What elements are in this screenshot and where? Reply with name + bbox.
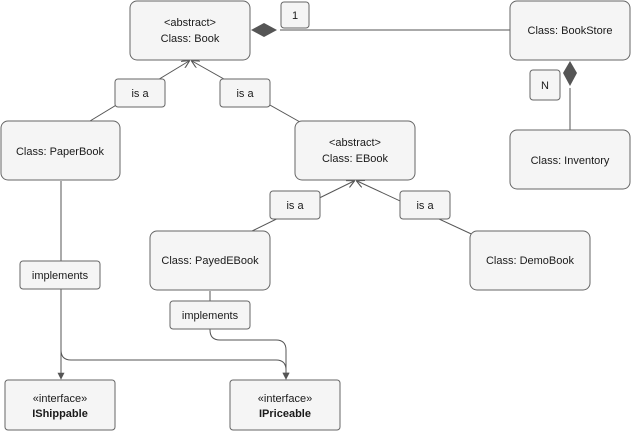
interface-ishippable-stereotype: «interface» xyxy=(33,393,87,405)
implements-label-paperbook: implements xyxy=(19,260,101,290)
realization-edge-paperbook-ipriceable xyxy=(60,349,290,380)
class-book-stereotype: <abstract> xyxy=(164,17,216,29)
class-ebook-name: Class: EBook xyxy=(322,153,389,165)
class-paperbook-name: Class: PaperBook xyxy=(16,146,105,158)
implements-label-payedebook: implements xyxy=(169,300,251,330)
multiplicity-one-label: 1 xyxy=(280,1,310,29)
is-a-text-payedebook: is a xyxy=(286,200,304,212)
composition-diamond-book xyxy=(251,23,277,37)
composition-diamond-bookstore xyxy=(563,61,577,86)
class-demobook[interactable]: Class: DemoBook xyxy=(469,230,591,291)
interface-ipriceable[interactable]: «interface» IPriceable xyxy=(229,379,341,431)
is-a-text-paperbook: is a xyxy=(131,88,149,100)
interface-ishippable[interactable]: «interface» IShippable xyxy=(4,379,116,431)
class-payedebook-name: Class: PayedEBook xyxy=(161,255,259,267)
class-bookstore[interactable]: Class: BookStore xyxy=(509,0,631,61)
class-ebook-stereotype: <abstract> xyxy=(329,137,381,149)
implements-text-paperbook: implements xyxy=(32,270,89,282)
interface-ipriceable-name: IPriceable xyxy=(259,408,311,420)
class-bookstore-name: Class: BookStore xyxy=(528,25,613,37)
is-a-label-paperbook: is a xyxy=(114,78,166,108)
is-a-text-ebook: is a xyxy=(236,88,254,100)
class-ebook[interactable]: <abstract> Class: EBook xyxy=(294,120,416,181)
implements-text-payedebook: implements xyxy=(182,310,239,322)
class-book-name: Class: Book xyxy=(161,33,220,45)
class-inventory-name: Class: Inventory xyxy=(531,155,610,167)
multiplicity-n-text: N xyxy=(541,80,549,92)
realization-edge-payedebook-ipriceable xyxy=(209,291,290,380)
class-demobook-name: Class: DemoBook xyxy=(486,255,575,267)
multiplicity-one-text: 1 xyxy=(292,10,298,22)
interface-ipriceable-stereotype: «interface» xyxy=(258,393,312,405)
class-payedebook[interactable]: Class: PayedEBook xyxy=(149,230,271,291)
is-a-label-payedebook: is a xyxy=(269,190,321,220)
multiplicity-n-label: N xyxy=(529,69,561,101)
class-inventory[interactable]: Class: Inventory xyxy=(509,129,631,190)
is-a-label-ebook: is a xyxy=(219,78,271,108)
class-paperbook[interactable]: Class: PaperBook xyxy=(0,120,121,181)
is-a-text-demobook: is a xyxy=(416,200,434,212)
interface-ishippable-name: IShippable xyxy=(32,408,88,420)
class-book[interactable]: <abstract> Class: Book xyxy=(129,0,251,61)
is-a-label-demobook: is a xyxy=(399,190,451,220)
